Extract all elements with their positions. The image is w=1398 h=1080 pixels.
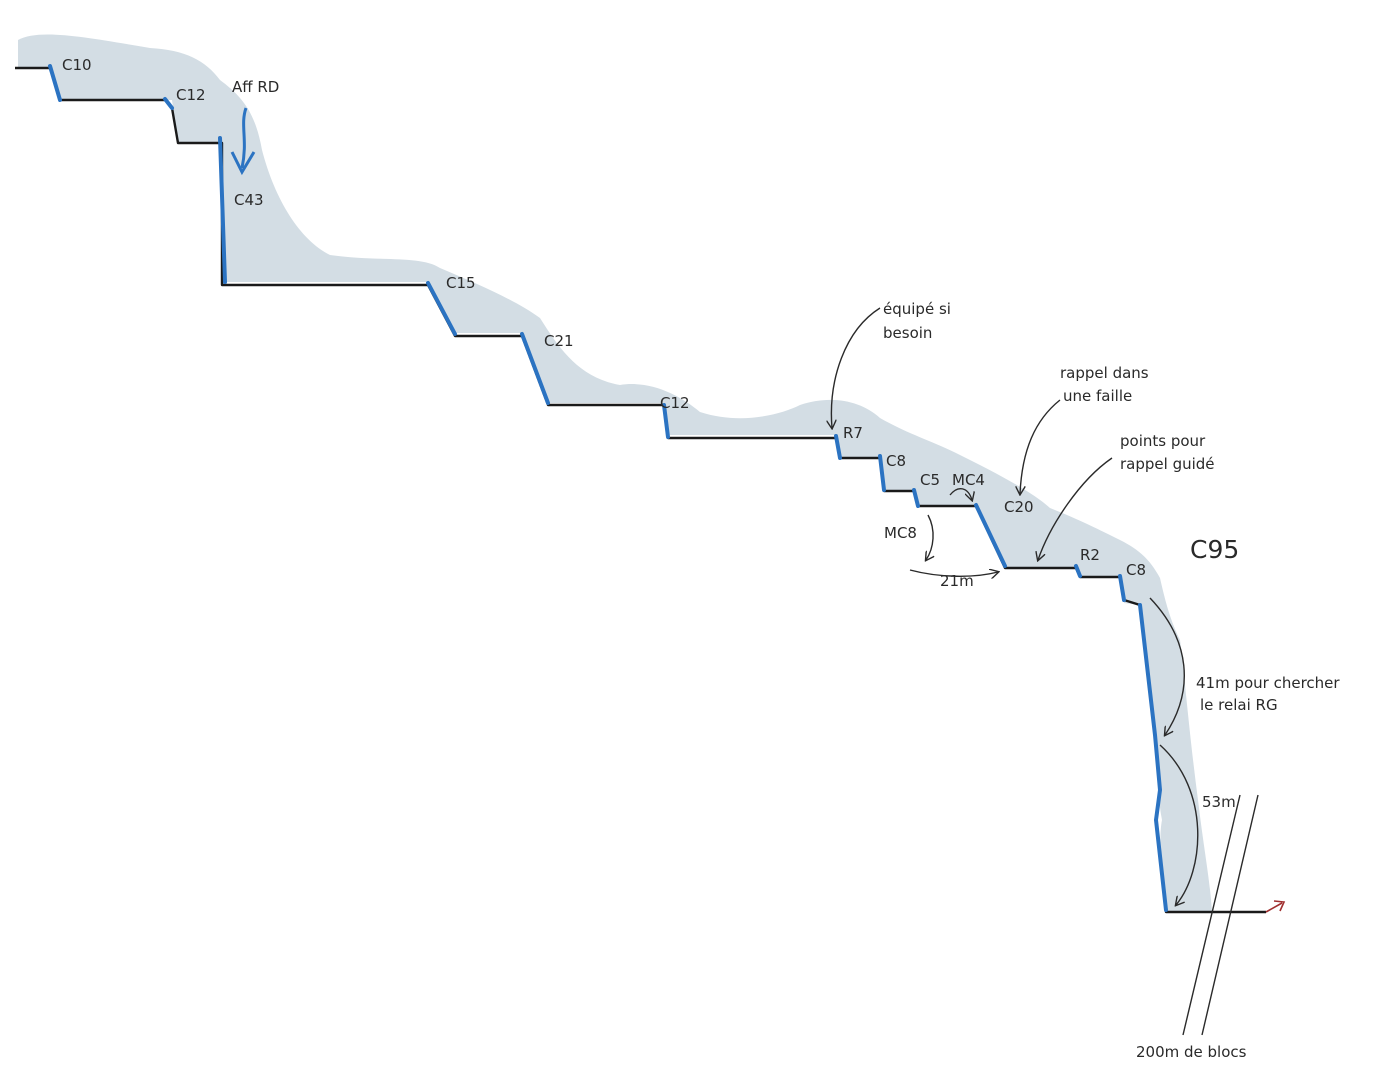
note-dist-21: 21m: [940, 572, 974, 590]
rappel-line-c12a: [163, 97, 174, 110]
label-c5: C5: [920, 471, 940, 489]
relai-arrow-icon: [1149, 597, 1185, 735]
label-c15: C15: [446, 274, 476, 292]
rappel-line-c15: [426, 281, 457, 336]
equipe-arrow-icon: [831, 307, 881, 428]
label-c12b: C12: [660, 394, 690, 412]
label-c8a: C8: [886, 452, 906, 470]
faille-arrow-icon: [1020, 399, 1061, 494]
rappel-line-c12b: [662, 403, 670, 439]
dist-21-arrow-icon: [909, 570, 998, 576]
rappel-line-c95: [1138, 603, 1168, 912]
rappel-line-c20: [974, 503, 1007, 568]
label-c95: C95: [1190, 535, 1239, 564]
canyon-floor: [15, 66, 1266, 914]
label-c12a: C12: [176, 86, 206, 104]
mc8-arrow-icon: [926, 514, 933, 560]
label-c8b: C8: [1126, 561, 1146, 579]
guide-arrow-icon: [1038, 457, 1113, 560]
rock-wall: [18, 34, 1212, 913]
rappel-line-c8a: [878, 454, 886, 492]
note-relai-line1: 41m pour chercher: [1196, 674, 1340, 692]
aff-rd-arrowhead-icon: [230, 151, 256, 176]
note-faille-line1: rappel dans: [1060, 364, 1149, 382]
note-equipe-line2: besoin: [883, 324, 932, 342]
note-dist-53: 53m: [1202, 793, 1236, 811]
note-faille-line2: une faille: [1063, 387, 1132, 405]
rappel-line-c5: [912, 488, 920, 508]
aff-rd-arrow-icon: [240, 107, 248, 169]
exit-arrow-icon: [1265, 902, 1283, 913]
label-r2: R2: [1080, 546, 1100, 564]
note-blocs: 200m de blocs: [1136, 1043, 1247, 1061]
label-c43: C43: [234, 191, 264, 209]
exit-arrowhead-icon: [1273, 900, 1286, 912]
note-guide-line1: points pour: [1120, 432, 1206, 450]
rappel-line-c21: [520, 332, 550, 405]
label-c20: C20: [1004, 498, 1034, 516]
note-aff-rd: Aff RD: [232, 78, 279, 96]
label-c10: C10: [62, 56, 92, 74]
rappel-line-c8b: [1118, 574, 1126, 602]
label-c21: C21: [544, 332, 574, 350]
blocs-break-right: [1201, 794, 1259, 1036]
label-mc4: MC4: [952, 471, 985, 489]
rappel-line-c10: [48, 64, 62, 102]
mc4-arrow-icon: [949, 488, 972, 500]
label-mc8: MC8: [884, 524, 917, 542]
rappel-line-c43: [218, 136, 227, 284]
note-guide-line2: rappel guidé: [1120, 455, 1215, 473]
blocs-break-left: [1182, 794, 1241, 1036]
note-equipe-line1: équipé si: [883, 300, 951, 318]
rappel-line-r7: [834, 434, 842, 460]
label-r7: R7: [843, 424, 863, 442]
rappel-line-r2: [1074, 564, 1082, 578]
dist-53-arrow-icon: [1159, 744, 1199, 905]
note-relai-line2: le relai RG: [1200, 696, 1278, 714]
